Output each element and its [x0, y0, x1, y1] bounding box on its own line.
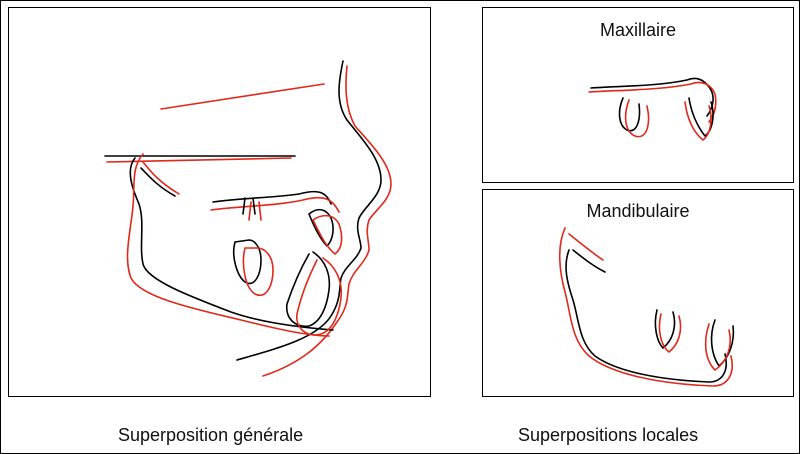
- mand-incisor-red: [704, 323, 731, 371]
- palate-black: [212, 190, 332, 205]
- mand-notch-black: [572, 249, 606, 273]
- symphysis-black: [285, 251, 331, 328]
- general-cephalometric-tracing: [104, 60, 392, 377]
- local-superposition-caption: Superpositions locales: [518, 425, 699, 445]
- max-incisor-black: [688, 97, 714, 137]
- mandible-black: [565, 249, 727, 383]
- symphysis-red: [296, 257, 343, 336]
- maxilla-red: [588, 81, 717, 123]
- maxillary-panel-title: Maxillaire: [599, 20, 677, 40]
- molar-black: [232, 197, 262, 285]
- ramus-notch-red: [142, 161, 180, 195]
- upper-incisor-red: [312, 214, 343, 255]
- general-superposition-caption: Superposition générale: [118, 425, 304, 445]
- maxillary-tracing: [588, 77, 717, 141]
- soft-tissue-profile-black: [236, 60, 382, 361]
- mandibular-tracing: [558, 227, 735, 387]
- soft-tissue-profile-red: [262, 65, 392, 377]
- max-molar-red: [624, 99, 650, 138]
- mand-molar-red: [658, 313, 682, 353]
- maxillary-superposition-panel: Maxillaire: [482, 7, 794, 183]
- maxilla-black: [590, 77, 714, 117]
- mandible-red: [558, 227, 733, 387]
- mandible-outline-red: [126, 153, 330, 337]
- max-incisor-red: [684, 101, 712, 141]
- upper-incisor-black: [308, 208, 334, 247]
- general-superposition-panel: [8, 7, 431, 397]
- palate-red: [210, 196, 340, 213]
- mandibular-superposition-panel: Mandibulaire: [482, 189, 794, 397]
- mandibular-panel-title: Mandibulaire: [586, 201, 690, 221]
- ramus-notch-black: [140, 167, 176, 197]
- sn-line-red: [160, 83, 325, 110]
- mand-molar-black: [654, 309, 676, 349]
- max-molar-black: [618, 97, 641, 132]
- molar-red: [242, 201, 274, 297]
- mand-notch-red: [568, 233, 604, 261]
- mandible-outline-black: [129, 157, 334, 331]
